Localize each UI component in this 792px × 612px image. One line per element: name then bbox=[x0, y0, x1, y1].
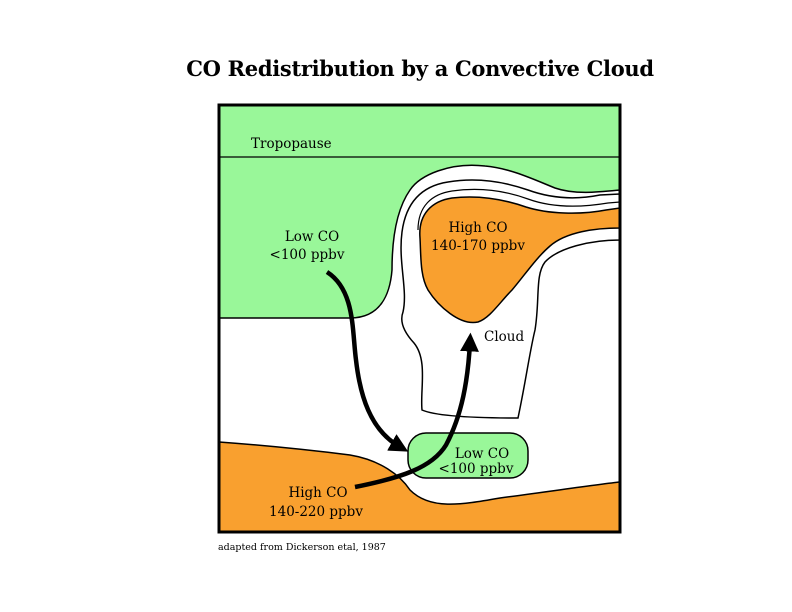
tropopause-label: Tropopause bbox=[251, 136, 332, 152]
low-co-upper-label-line2: <100 ppbv bbox=[270, 247, 345, 263]
lower-low-co-region bbox=[407, 432, 529, 479]
diagram-title: CO Redistribution by a Convective Cloud bbox=[186, 56, 654, 81]
cloud-label: Cloud bbox=[484, 329, 524, 345]
low-co-lower-label-line1: Low CO bbox=[455, 446, 509, 462]
upper-low-co-region bbox=[219, 105, 620, 319]
high-co-upper-label-line1: High CO bbox=[448, 220, 507, 236]
high-co-upper-label-line2: 140-170 ppbv bbox=[431, 238, 525, 254]
lower-high-co-region bbox=[219, 441, 620, 532]
upper-high-co-region bbox=[419, 196, 620, 324]
high-co-lower-label-line1: High CO bbox=[288, 485, 347, 501]
updraft-arrow bbox=[354, 332, 479, 490]
high-co-lower-label-line2: 140-220 ppbv bbox=[269, 504, 363, 520]
low-co-upper-label-line1: Low CO bbox=[285, 229, 339, 245]
low-co-lower-label-line2: <100 ppbv bbox=[439, 461, 514, 477]
downdraft-arrow bbox=[325, 270, 409, 452]
diagram-frame bbox=[217, 103, 622, 534]
cloud-inner-contour bbox=[417, 188, 620, 231]
source-caption: adapted from Dickerson etal, 1987 bbox=[218, 542, 386, 553]
